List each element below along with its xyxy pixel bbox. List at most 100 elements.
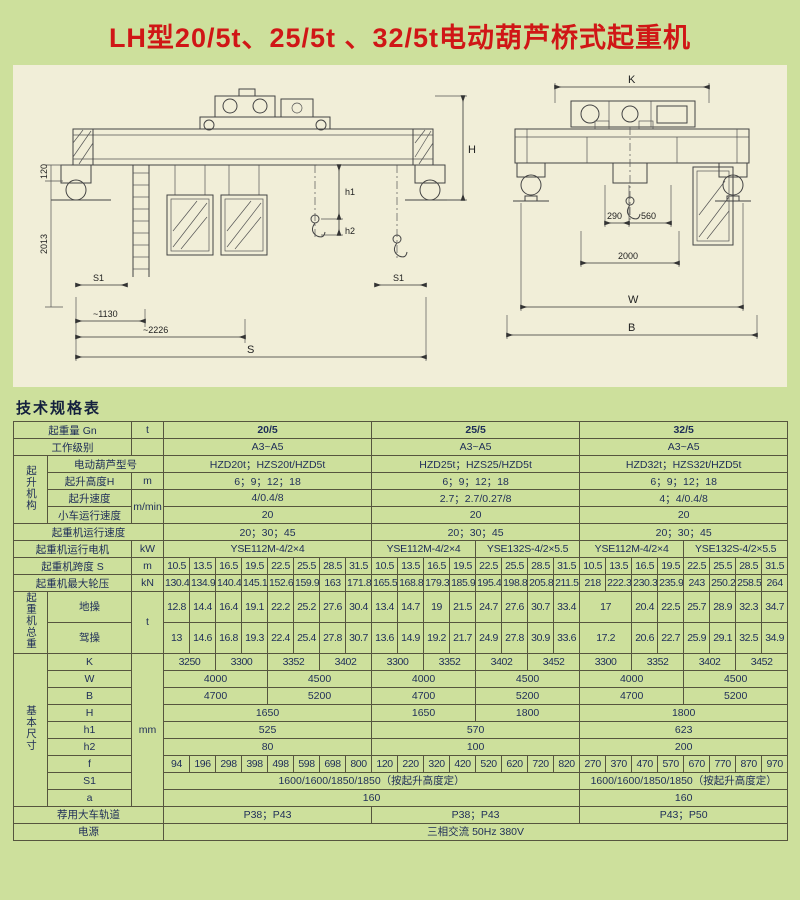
- value-cell: 4；4/0.4/8: [579, 489, 789, 507]
- value-cell: 14.4: [189, 591, 216, 623]
- value-cell: 4700: [371, 686, 477, 705]
- value-cell: 168.8: [397, 574, 425, 592]
- value-cell: 24.7: [475, 591, 503, 623]
- row-label: h1: [47, 720, 132, 739]
- value-cell: 3300: [579, 652, 633, 671]
- value-cell: 20；30；45: [579, 523, 789, 541]
- value-cell: 698: [319, 754, 346, 773]
- value-cell: 31.5: [761, 557, 789, 575]
- value-cell: 13.5: [189, 557, 216, 575]
- unit-cell: m: [131, 557, 164, 575]
- row-label: 工作级别: [13, 438, 132, 456]
- unit-cell: kW: [131, 540, 164, 558]
- dimension-left-vertical: 120 2013: [39, 164, 71, 308]
- value-cell: 30.7: [527, 591, 555, 623]
- dim-label-2000: 2000: [618, 251, 638, 261]
- dim-label-b: B: [628, 322, 635, 334]
- value-cell: 970: [761, 754, 789, 773]
- capacity-header-cell: 20/5: [162, 421, 373, 439]
- value-cell: 22.5: [267, 557, 294, 575]
- value-cell: 3452: [735, 652, 789, 671]
- value-cell: 1800: [579, 703, 789, 722]
- value-cell: 13.4: [371, 591, 399, 623]
- unit-cell: t: [131, 591, 164, 654]
- value-cell: 16.8: [215, 621, 242, 654]
- value-cell: 195.4: [475, 574, 503, 592]
- value-cell: 3352: [423, 652, 477, 671]
- value-cell: 160: [579, 788, 789, 807]
- row-label: W: [47, 669, 132, 688]
- value-cell: 22.7: [657, 621, 685, 654]
- crane-end-view-drawing: K: [506, 74, 758, 339]
- value-cell: 165.5: [371, 574, 399, 592]
- value-cell: 130.4: [163, 574, 190, 592]
- value-cell: 623: [579, 720, 789, 739]
- value-cell: 5200: [683, 686, 789, 705]
- dimension-s1-right: S1: [374, 273, 427, 288]
- value-cell: 120: [371, 754, 399, 773]
- value-cell: 27.6: [319, 591, 346, 623]
- group-label-text: 起升机构: [25, 465, 37, 511]
- row-label: 电动葫芦型号: [47, 455, 164, 473]
- value-cell: 27.6: [501, 591, 529, 623]
- value-cell: 19.5: [449, 557, 477, 575]
- value-cell: 22.2: [267, 591, 294, 623]
- value-cell: 14.6: [189, 621, 216, 654]
- value-cell: 3452: [527, 652, 581, 671]
- dimension-h1-h2: h1 h2: [317, 164, 355, 236]
- value-cell: 570: [657, 754, 685, 773]
- value-cell: 20；30；45: [162, 523, 373, 541]
- value-cell: 243: [683, 574, 711, 592]
- value-cell: 320: [423, 754, 451, 773]
- value-cell: 13.6: [371, 621, 399, 654]
- dim-label-h2: h2: [345, 226, 355, 236]
- value-cell: 16.5: [215, 557, 242, 575]
- dimension-s1-left: S1: [75, 273, 128, 288]
- value-cell: 25.5: [501, 557, 529, 575]
- value-cell: 3352: [631, 652, 685, 671]
- value-cell: 6；9；12；18: [371, 472, 581, 490]
- value-cell: 3352: [267, 652, 320, 671]
- value-cell: A3~A5: [162, 438, 373, 456]
- row-label: 起重机运行电机: [13, 540, 132, 558]
- unit-cell: [131, 438, 164, 456]
- value-cell: 470: [631, 754, 659, 773]
- value-cell: 145.1: [241, 574, 268, 592]
- dim-label-w: W: [628, 294, 639, 306]
- value-cell: 185.9: [449, 574, 477, 592]
- hoist-top: [570, 100, 696, 130]
- value-cell: 179.3: [423, 574, 451, 592]
- value-cell: YSE132S-4/2×5.5: [683, 540, 789, 558]
- group-label-total-weight: 起重机总重: [13, 591, 48, 654]
- value-cell: 1600/1600/1850/1850（按起升高度定）: [162, 771, 581, 790]
- value-cell: YSE112M-4/2×4: [162, 540, 373, 558]
- value-cell: 370: [605, 754, 633, 773]
- value-cell: 13.5: [397, 557, 425, 575]
- row-label: 小车运行速度: [47, 506, 132, 524]
- row-lift-height: 起升高度H m 6；9；12；18 6；9；12；18 6；9；12；18: [14, 472, 789, 490]
- value-cell: 3250: [163, 652, 216, 671]
- value-cell: 134.9: [189, 574, 216, 592]
- row-label: 起重机运行速度: [13, 523, 164, 541]
- value-cell: 3300: [371, 652, 425, 671]
- row-dim-h2: h2 80 100 200: [14, 737, 789, 756]
- value-cell: 13: [163, 621, 190, 654]
- value-cell: 14.9: [397, 621, 425, 654]
- value-cell: 25.5: [709, 557, 737, 575]
- end-trucks: [51, 164, 465, 201]
- value-cell: 598: [293, 754, 320, 773]
- value-cell: A3~A5: [371, 438, 581, 456]
- value-cell: 398: [241, 754, 268, 773]
- value-cell: 205.8: [527, 574, 555, 592]
- value-cell: 19.2: [423, 621, 451, 654]
- dim-label-2226: ~2226: [143, 325, 168, 335]
- value-cell: 21.7: [449, 621, 477, 654]
- electric-cabinets: [166, 165, 268, 256]
- row-hoist-model: 起升机构 电动葫芦型号 HZD20t；HZS20t/HZD5t HZD25t；H…: [13, 455, 789, 524]
- capacity-header-cell: 32/5: [579, 421, 789, 439]
- value-cell: 32.3: [735, 591, 763, 623]
- row-travel-motor: 起重机运行电机 kW YSE112M-4/2×4 YSE112M-4/2×4 Y…: [13, 540, 789, 558]
- value-cell: 198.8: [501, 574, 529, 592]
- value-cell: 1650: [371, 703, 477, 722]
